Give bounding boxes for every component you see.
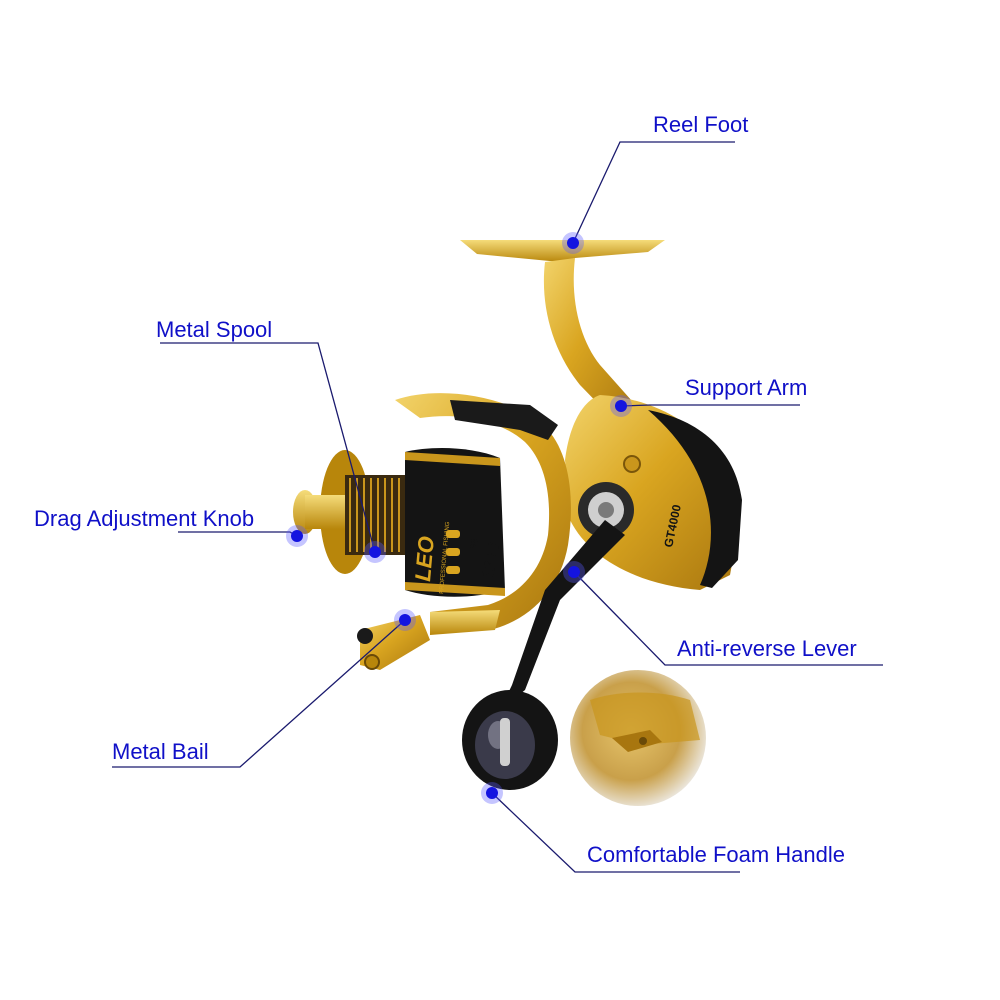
foam-handle-dot	[486, 787, 498, 799]
handle	[462, 520, 625, 790]
anti-reverse-label: Anti-reverse Lever	[677, 636, 857, 661]
brand-text: LEO	[410, 535, 439, 582]
reel-foot-dot	[567, 237, 579, 249]
drag-knob-dot	[291, 530, 303, 542]
support-arm-label: Support Arm	[685, 375, 808, 400]
metal-bail-label: Metal Bail	[112, 739, 209, 764]
support-arm-dot	[615, 400, 627, 412]
drag-knob-label: Drag Adjustment Knob	[34, 506, 255, 531]
reel-foot	[460, 240, 665, 418]
anti-reverse-inset	[570, 670, 706, 806]
metal-spool-label: Metal Spool	[156, 317, 273, 342]
metal-spool-dot	[369, 546, 381, 558]
anti-reverse-dot	[568, 566, 580, 578]
foam-handle-label: Comfortable Foam Handle	[587, 842, 846, 867]
spool	[293, 448, 505, 597]
metal-bail-dot	[399, 614, 411, 626]
leader-lines	[112, 141, 883, 873]
bb-text: BB	[468, 537, 480, 551]
rotor	[357, 393, 571, 670]
reel-foot-label: Reel Foot	[653, 112, 749, 137]
callout-dots	[286, 232, 632, 804]
